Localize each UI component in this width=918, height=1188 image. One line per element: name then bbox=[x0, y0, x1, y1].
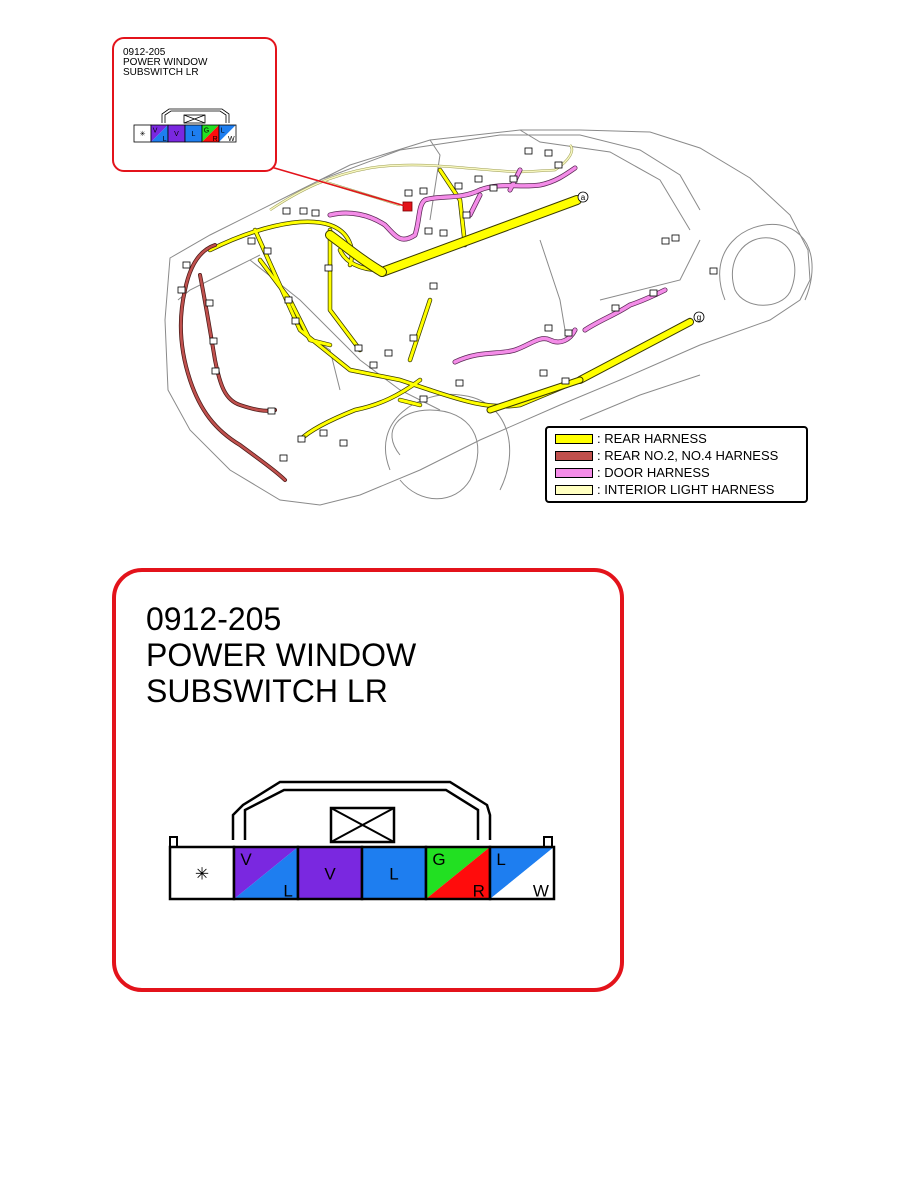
legend-item: : DOOR HARNESS bbox=[555, 466, 710, 480]
callout-large-title-line1: POWER WINDOW bbox=[146, 637, 417, 673]
callout-small-title-line1: POWER WINDOW bbox=[123, 57, 208, 68]
callout-large-code: 0912-205 bbox=[146, 601, 282, 637]
connector-pin-2: VL bbox=[232, 845, 300, 900]
connector-pin-5: GR bbox=[424, 845, 492, 900]
legend-label-interior-light: : INTERIOR LIGHT HARNESS bbox=[597, 482, 775, 497]
connector-pin-label: R bbox=[473, 881, 485, 900]
connector-pin-5: GR bbox=[201, 124, 220, 143]
callout-leader-line bbox=[270, 166, 406, 207]
legend-label-rear: : REAR HARNESS bbox=[597, 431, 707, 446]
connector-pin-label: ✳ bbox=[140, 130, 146, 138]
interior-light-harness bbox=[269, 144, 574, 212]
legend-item: : REAR NO.2, NO.4 HARNESS bbox=[555, 449, 778, 463]
connector-pin-label: W bbox=[533, 881, 549, 900]
legend-item: : INTERIOR LIGHT HARNESS bbox=[555, 483, 774, 497]
legend-swatch-interior-light bbox=[555, 485, 593, 495]
marker-g: g bbox=[693, 311, 705, 323]
door-harness bbox=[327, 165, 668, 365]
harness-diagram: a g bbox=[164, 129, 813, 506]
subswitch-location-marker bbox=[402, 201, 413, 212]
callout-small-title-line2: SUBSWITCH LR bbox=[123, 67, 199, 78]
connector-pin-label: R bbox=[213, 136, 218, 143]
connector-pin-label: V bbox=[153, 127, 158, 134]
legend-swatch-rear-no2-no4 bbox=[555, 451, 593, 461]
connector-pin-1: ✳ bbox=[133, 124, 152, 143]
legend-label-rear-no2-no4: : REAR NO.2, NO.4 HARNESS bbox=[597, 448, 779, 463]
svg-text:g: g bbox=[697, 313, 701, 322]
connector-pin-label: V bbox=[324, 864, 336, 883]
connector-pin-label: V bbox=[240, 850, 252, 869]
legend-swatch-rear bbox=[555, 434, 593, 444]
callout-large-title-line2: SUBSWITCH LR bbox=[146, 673, 388, 709]
connector-callout-large bbox=[112, 568, 624, 992]
connector-pin-label: W bbox=[228, 136, 235, 143]
connector-pin-label: L bbox=[163, 136, 167, 143]
legend-swatch-door bbox=[555, 468, 593, 478]
legend-item: : REAR HARNESS bbox=[555, 432, 707, 446]
connector-pin-6: LW bbox=[218, 124, 237, 143]
connector-pin-label: L bbox=[496, 850, 505, 869]
connector-pin-2: VL bbox=[150, 124, 169, 143]
svg-text:a: a bbox=[581, 193, 586, 202]
connector-pin-label: G bbox=[432, 850, 445, 869]
harness-legend: : REAR HARNESS : REAR NO.2, NO.4 HARNESS… bbox=[545, 426, 808, 503]
car-outline bbox=[164, 129, 813, 506]
rear-no2-no4-harness bbox=[178, 243, 287, 482]
callout-small-code: 0912-205 bbox=[123, 47, 166, 58]
connector-pin-1: ✳ bbox=[168, 845, 236, 901]
connector-pin-3: V bbox=[296, 845, 364, 901]
connector-pin-4: L bbox=[184, 124, 203, 143]
rear-harness bbox=[207, 167, 694, 443]
connector-pin-3: V bbox=[167, 124, 186, 143]
connector-pin-label: L bbox=[221, 127, 225, 134]
connector-pin-4: L bbox=[360, 845, 428, 901]
legend-label-door: : DOOR HARNESS bbox=[597, 465, 710, 480]
connector-pin-6: LW bbox=[488, 845, 556, 900]
connector-pin-label: ✳ bbox=[195, 864, 209, 883]
connector-pin-label: V bbox=[174, 131, 179, 138]
harness-connectors bbox=[177, 147, 718, 462]
connector-pin-label: G bbox=[204, 127, 209, 134]
connector-pin-label: L bbox=[389, 864, 398, 883]
connector-pin-label: L bbox=[283, 881, 292, 900]
connector-pin-label: L bbox=[192, 131, 196, 138]
marker-a: a bbox=[577, 191, 589, 203]
